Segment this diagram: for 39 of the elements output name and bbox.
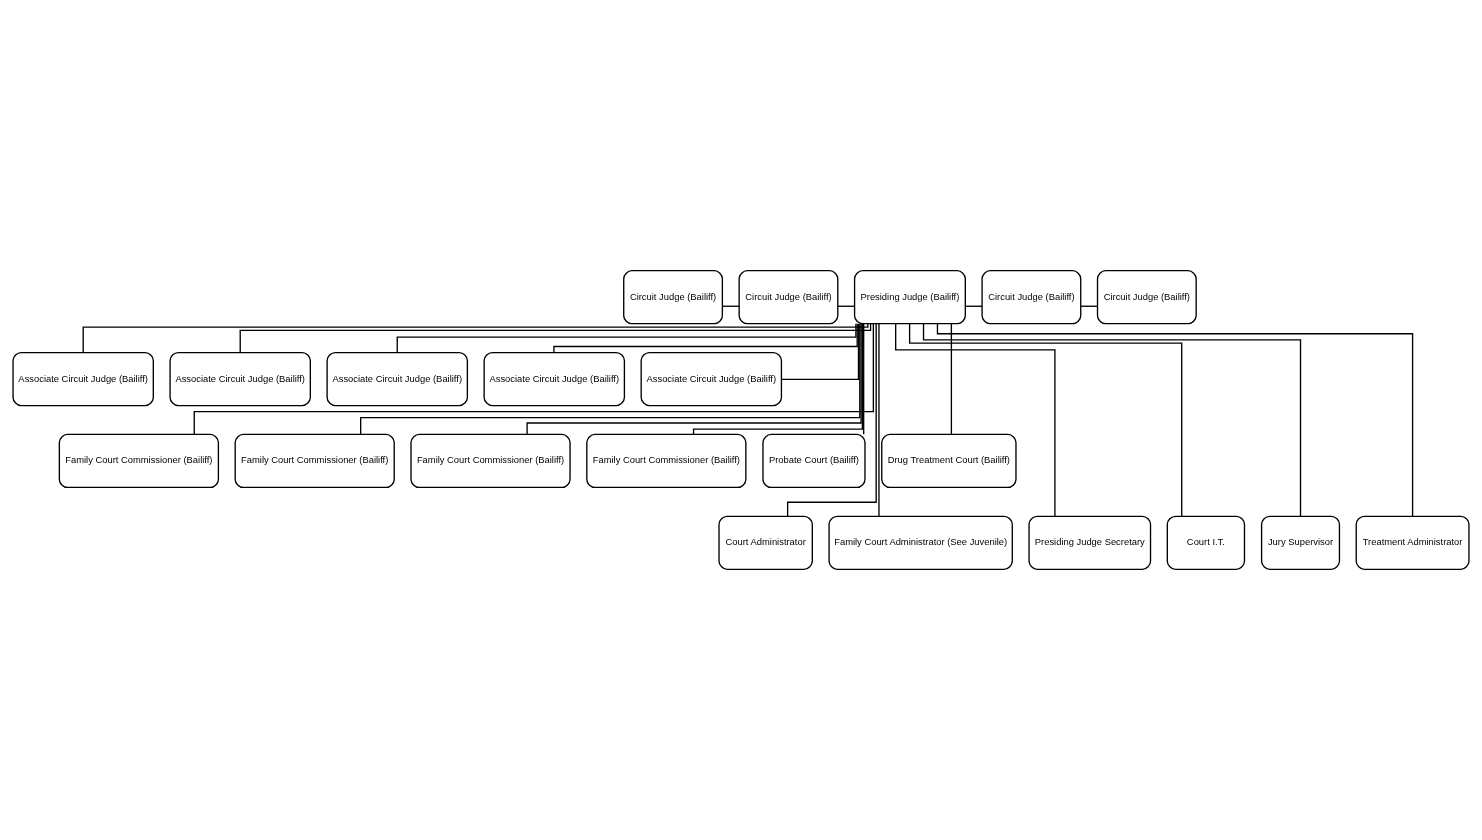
node-box: Associate Circuit Judge (Bailiff) xyxy=(12,351,154,407)
node-box: Associate Circuit Judge (Bailiff) xyxy=(326,351,469,407)
connector xyxy=(82,323,869,354)
node-box: Presiding Judge (Bailiff) xyxy=(853,270,966,325)
node-box: Circuit Judge (Bailiff) xyxy=(981,270,1082,325)
connector xyxy=(780,323,860,381)
node-box: Associate Circuit Judge (Bailiff) xyxy=(640,351,783,407)
node-box: Treatment Administrator xyxy=(1355,515,1470,570)
node-box: Probate Court (Bailiff) xyxy=(762,433,866,489)
node-box: Family Court Commissioner (Bailiff) xyxy=(58,433,220,489)
connector xyxy=(692,323,864,435)
connector xyxy=(936,323,1414,517)
node-box: Family Court Commissioner (Bailiff) xyxy=(234,433,395,489)
connector xyxy=(396,323,857,354)
connector xyxy=(360,323,861,435)
node-box: Presiding Judge Secretary xyxy=(1028,515,1152,570)
node-box: Circuit Judge (Bailiff) xyxy=(1096,270,1197,325)
connector xyxy=(895,323,1056,517)
connector xyxy=(863,323,865,435)
node-box: Family Court Commissioner (Bailiff) xyxy=(586,433,747,489)
node-box: Jury Supervisor xyxy=(1260,515,1341,570)
connector xyxy=(950,323,953,435)
node-box: Family Court Administrator (See Juvenile) xyxy=(828,515,1013,570)
connector xyxy=(908,323,1183,517)
connector xyxy=(878,323,880,517)
node-box: Family Court Commissioner (Bailiff) xyxy=(410,433,571,489)
connector xyxy=(239,323,872,354)
node-box: Drug Treatment Court (Bailiff) xyxy=(881,433,1017,489)
connector xyxy=(553,323,858,354)
node-box: Associate Circuit Judge (Bailiff) xyxy=(483,351,626,407)
node-box: Associate Circuit Judge (Bailiff) xyxy=(169,351,311,407)
connector xyxy=(786,323,877,517)
node-box: Circuit Judge (Bailiff) xyxy=(738,270,839,325)
node-box: Circuit Judge (Bailiff) xyxy=(623,270,724,325)
node-box: Court I.T. xyxy=(1166,515,1246,570)
connector xyxy=(193,323,875,435)
connector xyxy=(922,323,1302,517)
node-box: Court Administrator xyxy=(718,515,813,570)
connector xyxy=(526,323,862,436)
